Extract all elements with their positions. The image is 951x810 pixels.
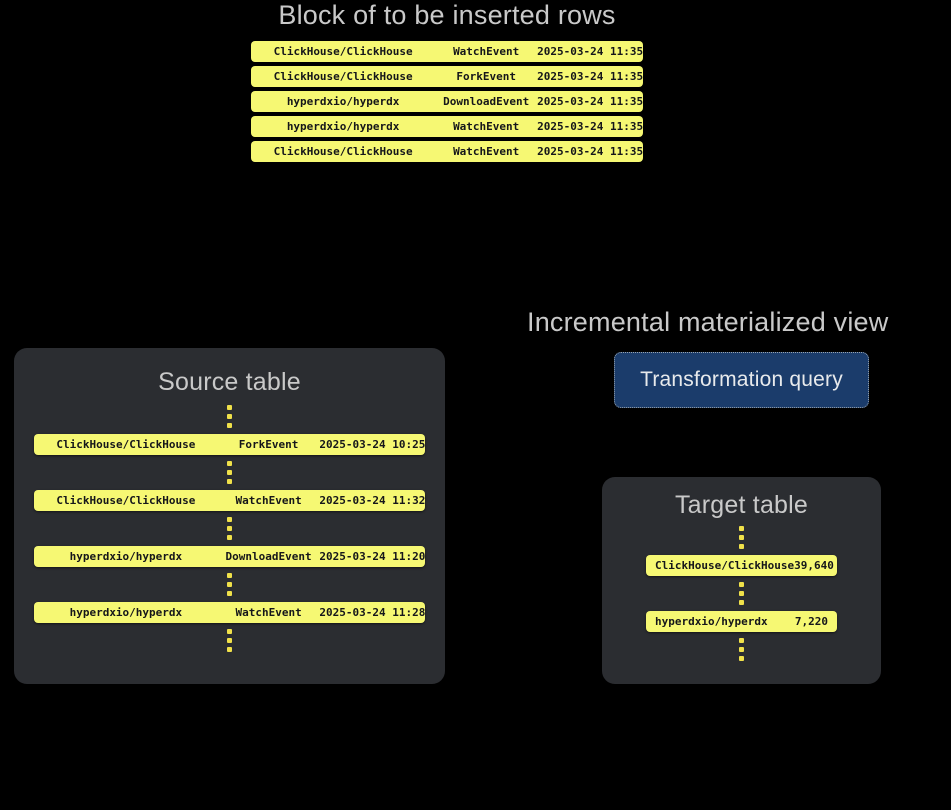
row-continuation-dots	[34, 623, 425, 658]
row-event: WatchEvent	[235, 494, 302, 507]
inserted-rows-block: Block of to be inserted rows ClickHouse/…	[251, 0, 643, 166]
table-row: hyperdxio/hyperdx DownloadEvent 2025-03-…	[34, 546, 425, 567]
dot	[227, 638, 232, 643]
dot	[227, 461, 232, 466]
source-table-title: Source table	[158, 368, 301, 396]
dot	[227, 535, 232, 540]
dot	[739, 526, 744, 531]
dot	[227, 526, 232, 531]
row-continuation-dots	[646, 576, 837, 611]
row-event: WatchEvent	[235, 606, 302, 619]
dot	[739, 544, 744, 549]
table-row: hyperdxio/hyperdx DownloadEvent 2025-03-…	[251, 91, 643, 112]
row-continuation-dots	[34, 511, 425, 546]
dot	[227, 479, 232, 484]
source-table-panel: Source table ClickHouse/ClickHouse ForkE…	[14, 348, 445, 684]
row-repo: ClickHouse/ClickHouse	[56, 438, 196, 451]
row-count: 7,220	[794, 615, 828, 628]
row-continuation-dots	[646, 520, 837, 555]
row-event: WatchEvent	[453, 45, 520, 58]
row-repo: hyperdxio/hyperdx	[655, 615, 768, 628]
row-timestamp: 2025-03-24 11:35:52	[537, 120, 643, 133]
materialized-view-heading: Incremental materialized view	[527, 307, 889, 337]
dot	[739, 647, 744, 652]
table-row: ClickHouse/ClickHouse ForkEvent 2025-03-…	[34, 434, 425, 455]
row-timestamp: 2025-03-24 11:32:54	[319, 494, 425, 507]
dot	[739, 638, 744, 643]
target-table-panel: Target table ClickHouse/ClickHouse 39,64…	[602, 477, 881, 684]
row-event: WatchEvent	[453, 120, 520, 133]
row-repo: hyperdxio/hyperdx	[69, 606, 183, 619]
row-continuation-dots	[34, 567, 425, 602]
dot	[227, 405, 232, 410]
inserted-rows-title: Block of to be inserted rows	[278, 0, 616, 30]
dot	[227, 629, 232, 634]
table-row: ClickHouse/ClickHouse 39,640	[646, 555, 837, 576]
dot	[227, 582, 232, 587]
row-repo: ClickHouse/ClickHouse	[273, 70, 413, 83]
row-timestamp: 2025-03-24 10:25:00	[319, 438, 425, 451]
table-row: ClickHouse/ClickHouse ForkEvent 2025-03-…	[251, 66, 643, 87]
dot	[227, 414, 232, 419]
dot	[227, 470, 232, 475]
row-repo: ClickHouse/ClickHouse	[273, 45, 413, 58]
table-row: ClickHouse/ClickHouse WatchEvent 2025-03…	[251, 141, 643, 162]
row-continuation-dots	[646, 632, 837, 667]
table-row: hyperdxio/hyperdx WatchEvent 2025-03-24 …	[34, 602, 425, 623]
row-repo: hyperdxio/hyperdx	[286, 120, 400, 133]
table-row: ClickHouse/ClickHouse WatchEvent 2025-03…	[34, 490, 425, 511]
row-timestamp: 2025-03-24 11:35:40	[537, 45, 643, 58]
row-repo: hyperdxio/hyperdx	[69, 550, 183, 563]
row-continuation-dots	[34, 399, 425, 434]
row-event: ForkEvent	[456, 70, 516, 83]
row-timestamp: 2025-03-24 11:20:12	[319, 550, 425, 563]
row-timestamp: 2025-03-24 11:35:44	[537, 70, 643, 83]
row-event: DownloadEvent	[225, 550, 312, 563]
table-row: hyperdxio/hyperdx WatchEvent 2025-03-24 …	[251, 116, 643, 137]
dot	[227, 591, 232, 596]
row-repo: ClickHouse/ClickHouse	[655, 559, 795, 572]
dot	[227, 647, 232, 652]
row-timestamp: 2025-03-24 11:28:32	[319, 606, 425, 619]
row-repo: hyperdxio/hyperdx	[286, 95, 400, 108]
source-table-rows: ClickHouse/ClickHouse ForkEvent 2025-03-…	[14, 399, 445, 658]
dot	[739, 582, 744, 587]
transformation-query-box[interactable]: Transformation query	[614, 352, 869, 408]
dot	[227, 423, 232, 428]
dot	[739, 535, 744, 540]
row-repo: ClickHouse/ClickHouse	[273, 145, 413, 158]
row-continuation-dots	[34, 455, 425, 490]
dot	[739, 591, 744, 596]
row-timestamp: 2025-03-24 11:35:54	[537, 145, 643, 158]
target-table-rows: ClickHouse/ClickHouse 39,640 hyperdxio/h…	[602, 520, 881, 667]
row-event: ForkEvent	[238, 438, 299, 451]
dot	[739, 600, 744, 605]
row-event: WatchEvent	[453, 145, 520, 158]
row-repo: ClickHouse/ClickHouse	[56, 494, 196, 507]
dot	[227, 517, 232, 522]
dot	[227, 573, 232, 578]
row-event: DownloadEvent	[443, 95, 530, 108]
row-timestamp: 2025-03-24 11:35:48	[537, 95, 643, 108]
table-row: ClickHouse/ClickHouse WatchEvent 2025-03…	[251, 41, 643, 62]
table-row: hyperdxio/hyperdx 7,220	[646, 611, 837, 632]
row-count: 39,640	[794, 559, 834, 572]
dot	[739, 656, 744, 661]
target-table-title: Target table	[674, 491, 809, 519]
